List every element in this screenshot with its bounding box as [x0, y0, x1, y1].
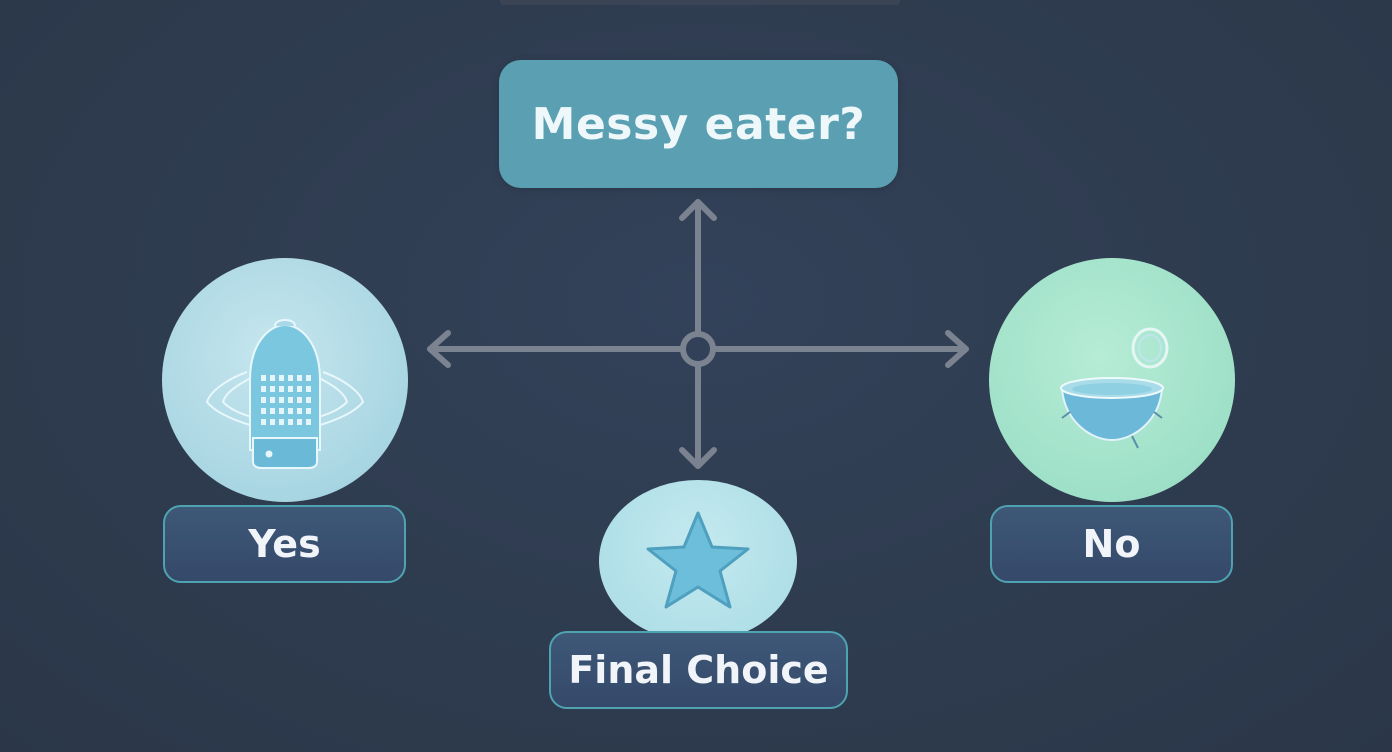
final-choice-label: Final Choice [568, 648, 829, 692]
final-choice-circle [599, 480, 797, 642]
no-circle [989, 258, 1235, 502]
arrow-right-head [945, 330, 969, 368]
no-label: No [1082, 522, 1141, 566]
arrow-up-head [679, 199, 717, 221]
question-box: Messy eater? [499, 60, 898, 188]
yes-circle [162, 258, 408, 502]
yes-label: Yes [248, 522, 321, 566]
center-node [680, 331, 716, 367]
covered-bowl-icon [205, 319, 365, 469]
open-bowl-icon [1060, 327, 1169, 449]
question-text: Messy eater? [531, 98, 866, 150]
no-label-box: No [990, 505, 1233, 583]
arrow-left-head [427, 330, 451, 368]
star-icon [646, 511, 750, 609]
final-choice-label-box: Final Choice [549, 631, 848, 709]
yes-label-box: Yes [163, 505, 406, 583]
arrow-down-head [679, 447, 717, 469]
top-edge-strip [500, 0, 900, 5]
